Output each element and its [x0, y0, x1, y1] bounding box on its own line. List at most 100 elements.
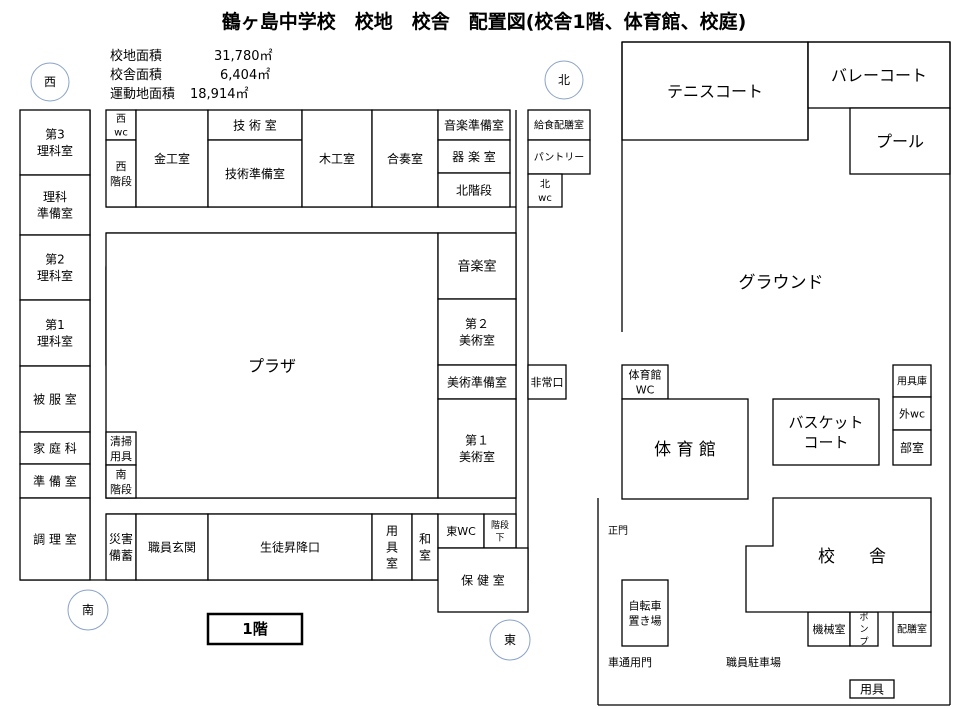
room-label: コート — [803, 434, 848, 452]
room-label: wc — [538, 193, 552, 204]
room-northwc: 北 wc — [527, 173, 563, 208]
room-label: 金工室 — [154, 151, 190, 166]
room-westwc: 西 wc — [105, 109, 137, 141]
room-label: プール — [876, 132, 924, 151]
room-label: 用 — [386, 524, 398, 538]
floor-label: 1階 — [206, 612, 304, 646]
room-label: 第2 — [45, 253, 65, 267]
room-label: ポ — [859, 612, 868, 623]
room-label: 用具庫 — [897, 375, 927, 388]
room-studentent: 生徒昇降口 — [207, 513, 373, 581]
svg-text:南: 南 — [82, 602, 94, 617]
room-label: 北階段 — [456, 182, 492, 197]
room-label: テニスコート — [667, 82, 763, 101]
room-label: 置き場 — [629, 614, 662, 627]
room-staffent: 職員玄関 — [135, 513, 209, 581]
room-label: 東WC — [446, 525, 476, 538]
stat-building-area-label: 校舎面積 — [110, 67, 162, 83]
room-machine: 機械室 — [807, 611, 851, 647]
room-label: 西 — [116, 160, 127, 173]
room-label: 調 理 室 — [33, 531, 77, 546]
room-label: 体 育 館 — [654, 440, 716, 460]
room-label: 非常口 — [531, 376, 564, 389]
room-lunch: 給食配膳室 — [527, 109, 591, 141]
room-pump: ポンプ — [849, 611, 879, 647]
room-label: 音楽室 — [457, 259, 496, 275]
room-label: 階段 — [110, 482, 132, 496]
room-southstair: 南階段 — [105, 464, 137, 499]
room-label: 音楽準備室 — [444, 117, 504, 132]
room-label: 下 — [495, 533, 504, 543]
room-label: 美術室 — [459, 449, 495, 464]
room-eastwc: 東WC — [437, 513, 485, 549]
compass-south: 南 — [67, 589, 109, 631]
room-label: 階段 — [110, 174, 132, 188]
room-home: 家 庭 科 — [19, 431, 91, 465]
room-health: 保 健 室 — [437, 547, 529, 613]
room-label: 西 — [116, 114, 126, 125]
room-label: 美術準備室 — [447, 374, 507, 389]
room-label: 第3 — [45, 128, 65, 142]
room-club: 部室 — [892, 429, 932, 466]
room-label: 美術室 — [459, 332, 495, 347]
room-distrib: 配膳室 — [892, 611, 932, 647]
room-label: プラザ — [248, 356, 296, 375]
svg-text:東: 東 — [504, 633, 516, 647]
room-label: 技 術 室 — [233, 117, 277, 132]
room-cloth: 被 服 室 — [19, 365, 91, 433]
room-label: 部室 — [900, 440, 924, 455]
room-pantry: パントリー — [527, 139, 591, 175]
room-techp: 技術準備室 — [207, 139, 303, 208]
room-volley: バレーコート — [807, 41, 951, 109]
room-label: 被 服 室 — [33, 391, 77, 406]
room-equip: 用具室 — [371, 513, 413, 581]
room-label: 階段 — [491, 519, 509, 531]
room-label: 機械室 — [813, 622, 846, 636]
room-label: ン — [859, 625, 868, 635]
room-label: 器 楽 室 — [452, 149, 496, 164]
svg-text:北: 北 — [558, 73, 570, 87]
compass-east: 東 — [489, 619, 531, 661]
stat-field-area-label: 運動地面積 — [110, 87, 175, 102]
compass-north: 北 — [544, 60, 584, 100]
room-label: 災害 — [109, 531, 133, 546]
room-label: 備蓄 — [109, 547, 133, 562]
room-label: 給食配膳室 — [534, 119, 584, 132]
room-label: wc — [114, 127, 128, 138]
label-parking: 職員駐車場 — [726, 655, 781, 669]
room-tennis: テニスコート — [621, 41, 809, 141]
room-label: 用具 — [860, 682, 884, 696]
room-pool: プール — [849, 107, 951, 175]
room-wood: 木工室 — [301, 109, 373, 208]
stat-site-area-label: 校地面積 — [110, 48, 162, 64]
room-instr: 器 楽 室 — [437, 139, 511, 174]
room-label: 第２ — [465, 317, 489, 331]
stat-field-area-value: 18,914㎡ — [190, 87, 249, 102]
room-metal: 金工室 — [135, 109, 209, 208]
room-gym: 体 育 館 — [621, 398, 749, 500]
room-label: パントリー — [534, 152, 585, 164]
room-weststair: 西階段 — [105, 139, 137, 208]
svg-text:西: 西 — [44, 75, 56, 89]
room-emergency: 非常口 — [527, 364, 567, 400]
room-label: 職員玄関 — [148, 539, 196, 554]
room-label: 北 — [540, 178, 550, 190]
room-stairdown: 階段下 — [483, 513, 517, 549]
label-gate: 正門 — [608, 525, 628, 537]
room-label: 配膳室 — [897, 623, 927, 636]
room-label: 体育館 — [629, 368, 662, 382]
room-label: バスケット — [788, 413, 863, 431]
room-japanese: 和室 — [411, 513, 439, 581]
room-tools: 用具庫 — [892, 364, 932, 398]
